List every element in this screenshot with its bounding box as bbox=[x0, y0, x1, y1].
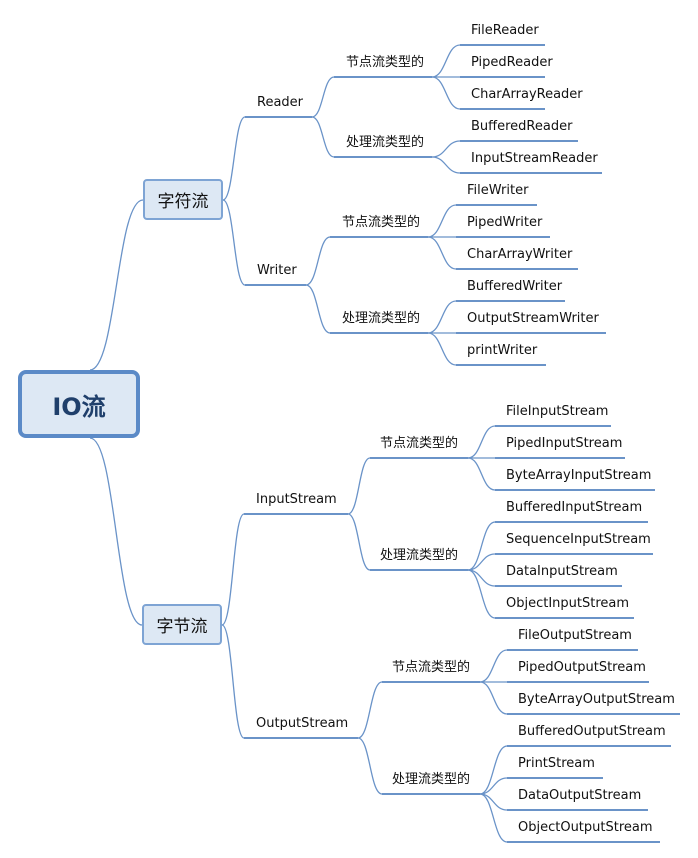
connector-curve bbox=[89, 437, 143, 626]
leaf-node-class: DataInputStream bbox=[506, 564, 618, 579]
connector-curve bbox=[479, 745, 508, 795]
connector-curve bbox=[221, 513, 245, 626]
connector-curve bbox=[347, 513, 371, 571]
leaf-node-class: InputStreamReader bbox=[471, 151, 598, 166]
group-node-label: 节点流类型的 bbox=[346, 55, 425, 70]
leaf-node-class: BufferedWriter bbox=[467, 279, 563, 294]
connector-curve bbox=[431, 156, 461, 174]
branch-node-byte-stream: 字节流 bbox=[142, 604, 222, 645]
leaf-node-class: PipedOutputStream bbox=[518, 660, 646, 675]
group-node-label: 处理流类型的 bbox=[342, 311, 421, 326]
leaf-node-class: FileOutputStream bbox=[518, 628, 632, 643]
group-node-label: 处理流类型的 bbox=[392, 772, 471, 787]
leaf-node-class: ObjectOutputStream bbox=[518, 820, 653, 835]
connector-curve bbox=[89, 199, 144, 371]
leaf-node-class: BufferedReader bbox=[471, 119, 573, 134]
connector-curve bbox=[467, 553, 496, 571]
connector-curve bbox=[311, 116, 335, 158]
connector-curve bbox=[467, 569, 496, 619]
connector-curve bbox=[467, 425, 496, 459]
leaf-node-class: SequenceInputStream bbox=[506, 532, 651, 547]
connector-curve bbox=[221, 624, 245, 739]
connector-curve bbox=[305, 236, 331, 286]
leaf-node-class: BufferedInputStream bbox=[506, 500, 643, 515]
connector-curve bbox=[479, 649, 508, 683]
connector-curve bbox=[427, 204, 457, 238]
leaf-node-class: PrintStream bbox=[518, 756, 595, 771]
leaf-node-class: FileInputStream bbox=[506, 404, 609, 419]
connector-curve bbox=[479, 777, 508, 795]
connector-curve bbox=[431, 44, 461, 78]
leaf-node-class: FileWriter bbox=[467, 183, 529, 198]
leaf-node-class: PipedWriter bbox=[467, 215, 543, 230]
class-node-inputstream: InputStream bbox=[256, 492, 337, 507]
class-node-outputstream: OutputStream bbox=[256, 716, 349, 731]
leaf-node-class: PipedInputStream bbox=[506, 436, 623, 451]
connector-curve bbox=[357, 737, 383, 795]
connector-curve bbox=[467, 521, 496, 571]
group-node-label: 节点流类型的 bbox=[392, 660, 471, 675]
leaf-node-class: FileReader bbox=[471, 23, 539, 38]
connector-curve bbox=[479, 793, 508, 843]
group-node-label: 处理流类型的 bbox=[346, 135, 425, 150]
connector-curve bbox=[479, 681, 508, 715]
connector-curve bbox=[222, 116, 246, 201]
connector-curve bbox=[427, 236, 457, 270]
connector-curve bbox=[431, 140, 461, 158]
branch-node-char-stream: 字符流 bbox=[143, 179, 223, 220]
leaf-node-class: CharArrayWriter bbox=[467, 247, 573, 262]
leaf-node-class: CharArrayReader bbox=[471, 87, 583, 102]
leaf-node-class: ObjectInputStream bbox=[506, 596, 630, 611]
connector-curve bbox=[222, 199, 246, 286]
group-node-label: 节点流类型的 bbox=[342, 215, 421, 230]
connector-curve bbox=[357, 681, 383, 739]
connector-curve bbox=[427, 332, 457, 366]
connector-curve bbox=[467, 457, 496, 491]
leaf-node-class: ByteArrayOutputStream bbox=[518, 692, 675, 707]
leaf-node-class: ByteArrayInputStream bbox=[506, 468, 652, 483]
connector-curve bbox=[347, 457, 371, 515]
class-node-writer: Writer bbox=[257, 263, 297, 278]
leaf-node-class: DataOutputStream bbox=[518, 788, 642, 803]
leaf-node-class: BufferedOutputStream bbox=[518, 724, 666, 739]
group-node-label: 处理流类型的 bbox=[380, 548, 459, 563]
connector-curve bbox=[427, 300, 457, 334]
connector-curve bbox=[311, 76, 335, 118]
connector-curve bbox=[305, 284, 331, 334]
leaf-node-class: printWriter bbox=[467, 343, 538, 358]
root-node-io: IO流 bbox=[18, 370, 140, 438]
class-node-reader: Reader bbox=[257, 95, 304, 110]
group-node-label: 节点流类型的 bbox=[380, 436, 459, 451]
leaf-node-class: PipedReader bbox=[471, 55, 553, 70]
leaf-node-class: OutputStreamWriter bbox=[467, 311, 599, 326]
connector-curve bbox=[431, 76, 461, 110]
